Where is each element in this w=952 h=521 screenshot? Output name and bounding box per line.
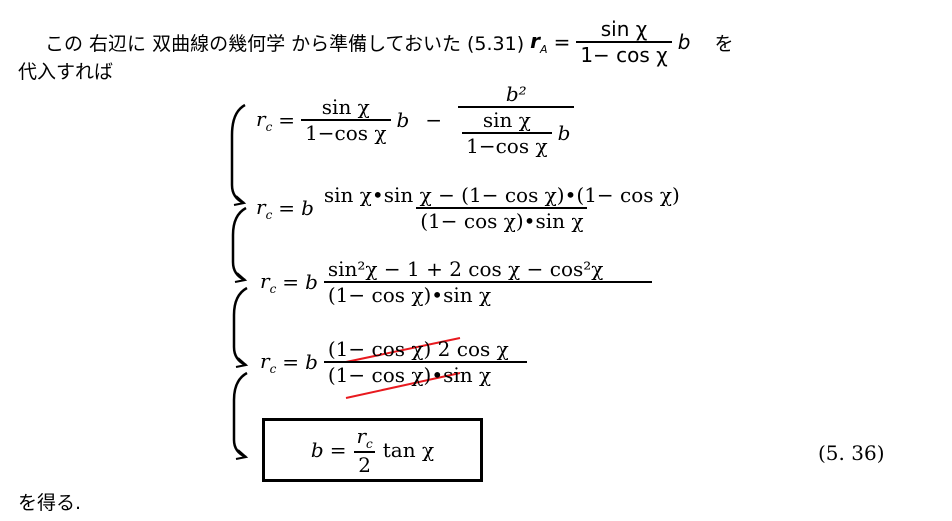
intro-line: この 右辺に 双曲線の幾何学 から準備しておいた (5.31) rA = sin… xyxy=(45,17,733,67)
cancel-strikes xyxy=(345,337,461,399)
equation-3: rc =b sin²χ − 1 + 2 cos χ − cos²χ(1− cos… xyxy=(260,257,652,307)
arrow-2 xyxy=(231,206,247,282)
b: b xyxy=(677,30,691,54)
equals: = xyxy=(553,30,571,54)
closing-text: を得る. xyxy=(18,492,82,514)
arrow-4 xyxy=(232,371,248,459)
r-A: rA xyxy=(530,28,548,56)
fraction: (1− cos χ) 2 cos χ(1− cos χ)•sin χ xyxy=(323,337,527,387)
intro-text: この 右辺に 双曲線の幾何学 から準備しておいた (5.31) xyxy=(45,32,525,55)
intro-tail: を xyxy=(714,32,734,55)
line2: 代入すれば xyxy=(18,61,114,83)
lhs: rc xyxy=(256,106,273,134)
arrow-1 xyxy=(230,103,246,205)
fraction: sin²χ − 1 + 2 cos χ − cos²χ(1− cos χ)•si… xyxy=(323,257,652,307)
equation-2: rc =b sin χ•sin χ − (1− cos χ)•(1− cos χ… xyxy=(256,183,684,233)
fraction: sin χ•sin χ − (1− cos χ)•(1− cos χ)(1− c… xyxy=(323,183,680,233)
equation-number: (5. 36) xyxy=(818,441,885,465)
arrow-3 xyxy=(232,286,248,367)
equation-4: rc =b (1− cos χ) 2 cos χ(1− cos χ)•sin χ xyxy=(260,337,527,387)
